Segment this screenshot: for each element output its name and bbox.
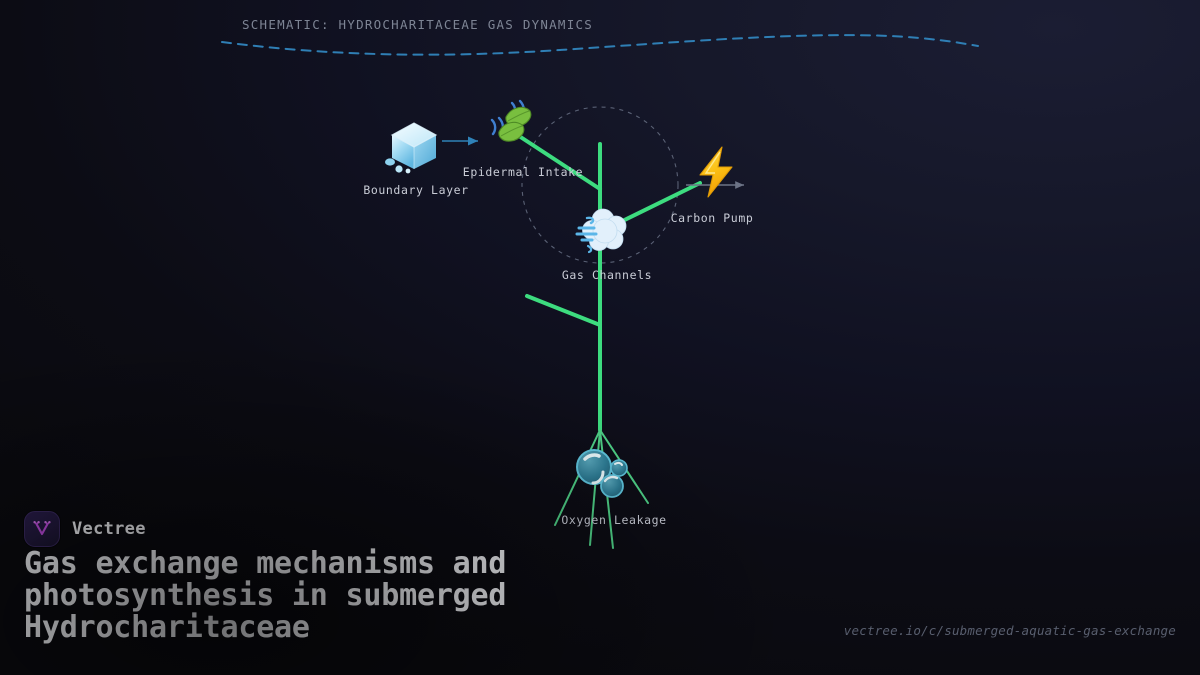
node-label-epidermal-intake: Epidermal Intake (462, 165, 584, 179)
node-label-oxygen-leakage: Oxygen Leakage (561, 513, 667, 527)
footer-url: vectree.io/c/submerged-aquatic-gas-excha… (843, 623, 1176, 638)
ice-cube-icon (385, 122, 438, 174)
brand-name: Vectree (72, 519, 146, 539)
vectree-glyph (33, 521, 51, 536)
bubbles-icon (576, 449, 628, 498)
dashed-wave-divider (221, 34, 979, 56)
node-label-gas-channels: Gas Channels (561, 268, 653, 282)
root-strand-2 (589, 429, 601, 546)
leaf-wind-icon (490, 99, 532, 142)
node-label-carbon-pump: Carbon Pump (670, 211, 754, 225)
lightning-bolt-icon (699, 146, 733, 198)
page-title: Gas exchange mechanisms and photosynthes… (24, 546, 507, 645)
brand-lockup: Vectree (24, 511, 146, 547)
wind-cloud-icon (575, 208, 627, 254)
vectree-logo-icon (24, 511, 60, 547)
focus-circle (521, 106, 679, 264)
schematic-title: SCHEMATIC: HYDROCHARITACEAE GAS DYNAMICS (242, 17, 594, 32)
node-label-boundary-layer: Boundary Layer (363, 183, 469, 197)
root-strand-1 (554, 429, 601, 526)
lower-left-branch (525, 294, 602, 327)
branch-to-epidermal-intake (517, 134, 602, 191)
